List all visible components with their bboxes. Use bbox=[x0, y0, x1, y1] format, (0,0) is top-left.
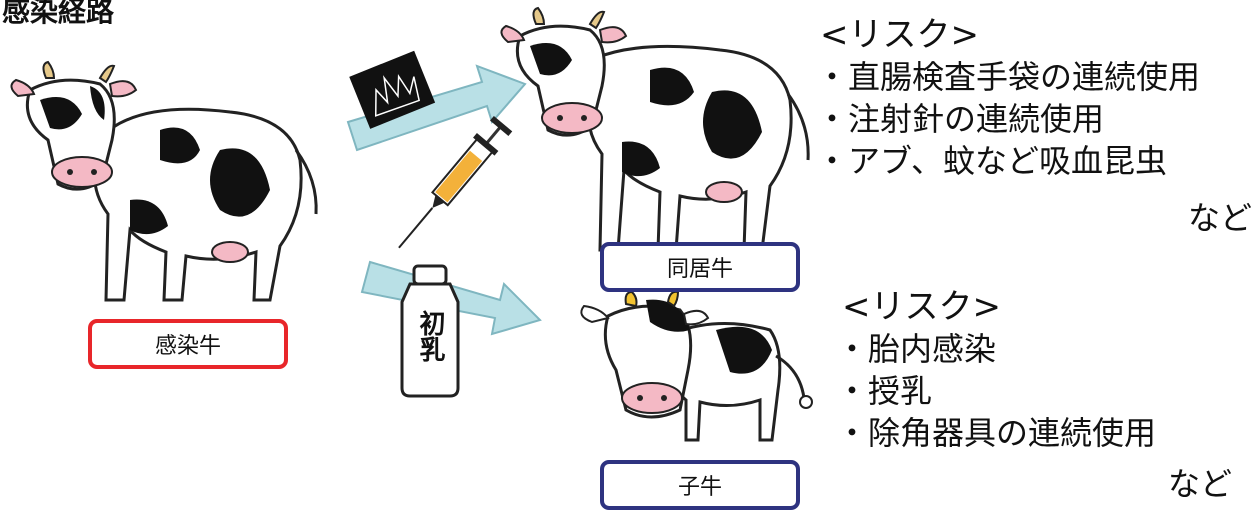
risk-item: ・胎内感染 bbox=[836, 330, 997, 368]
risk-list-cohabiting: <リスク> ・直腸検査手袋の連続使用 ・注射針の連続使用 ・アブ、蚊など吸血昆虫 bbox=[816, 14, 1200, 182]
infected-cow-illustration bbox=[10, 60, 318, 302]
risk-etc: など bbox=[1168, 465, 1233, 503]
risk-heading: <リスク> bbox=[842, 287, 1001, 327]
colostrum-bottle-icon bbox=[400, 264, 460, 398]
cohabiting-cow-label: 同居牛 bbox=[600, 242, 800, 292]
risk-item: ・除角器具の連続使用 bbox=[836, 414, 1157, 452]
risk-list-calf: <リスク> ・胎内感染 ・授乳 ・除角器具の連続使用 bbox=[836, 286, 1156, 454]
risk-etc: など bbox=[1188, 199, 1253, 237]
diagram-title: 感染経路 bbox=[2, 0, 115, 28]
infected-cow-label: 感染牛 bbox=[88, 319, 288, 369]
syringe-icon bbox=[398, 115, 513, 249]
calf-label: 子牛 bbox=[600, 460, 800, 510]
arrow-to-cohabiting bbox=[346, 64, 527, 152]
calf-illustration bbox=[580, 290, 813, 442]
risk-item: ・直腸検査手袋の連続使用 bbox=[816, 58, 1201, 96]
risk-item: ・注射針の連続使用 bbox=[816, 100, 1105, 138]
glove-icon bbox=[349, 50, 436, 129]
colostrum-label: 初乳 bbox=[415, 310, 445, 362]
risk-item: ・アブ、蚊など吸血昆虫 bbox=[816, 142, 1168, 180]
cohabiting-cow-illustration bbox=[500, 6, 810, 252]
risk-item: ・授乳 bbox=[836, 372, 933, 410]
risk-heading: <リスク> bbox=[820, 15, 979, 55]
